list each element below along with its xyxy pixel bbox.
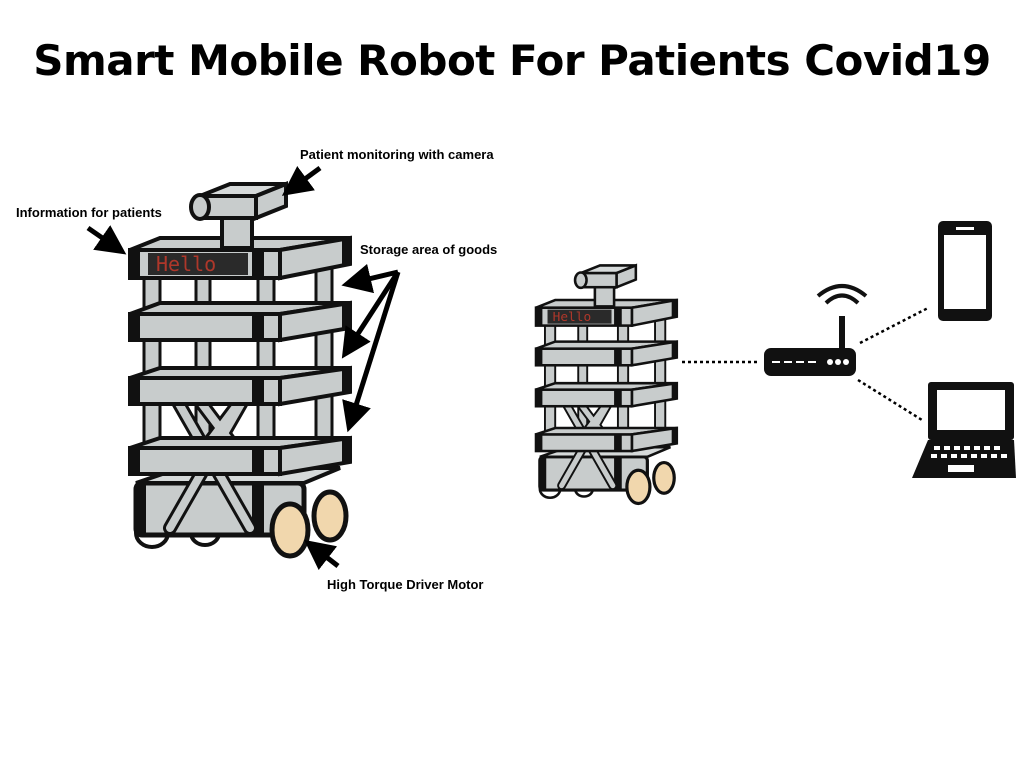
- link-router-laptop: [857, 378, 923, 422]
- page-title: Smart Mobile Robot For Patients Covid19: [33, 36, 991, 85]
- link-router-phone: [859, 306, 929, 345]
- label-information: Information for patients: [16, 205, 162, 220]
- display-text-large: Hello: [156, 252, 216, 276]
- label-camera: Patient monitoring with camera: [300, 147, 494, 162]
- robot-small: Hello: [536, 265, 677, 503]
- wifi-router-icon: [764, 284, 868, 376]
- label-storage: Storage area of goods: [360, 242, 498, 257]
- annotation-arrows: [86, 165, 401, 571]
- robot-large: Hello: [130, 184, 350, 556]
- arrow-storage-3: [342, 271, 401, 433]
- network-links: [682, 306, 929, 422]
- arrow-information: [86, 225, 127, 255]
- laptop-icon: [912, 382, 1016, 478]
- arrow-storage-1: [341, 263, 399, 294]
- arrow-storage-2: [341, 270, 401, 359]
- display-text-small: Hello: [553, 310, 592, 325]
- label-motor: High Torque Driver Motor: [327, 577, 484, 592]
- arrow-camera: [281, 165, 322, 196]
- arrow-motor: [304, 539, 340, 571]
- smartphone-icon: [938, 221, 992, 321]
